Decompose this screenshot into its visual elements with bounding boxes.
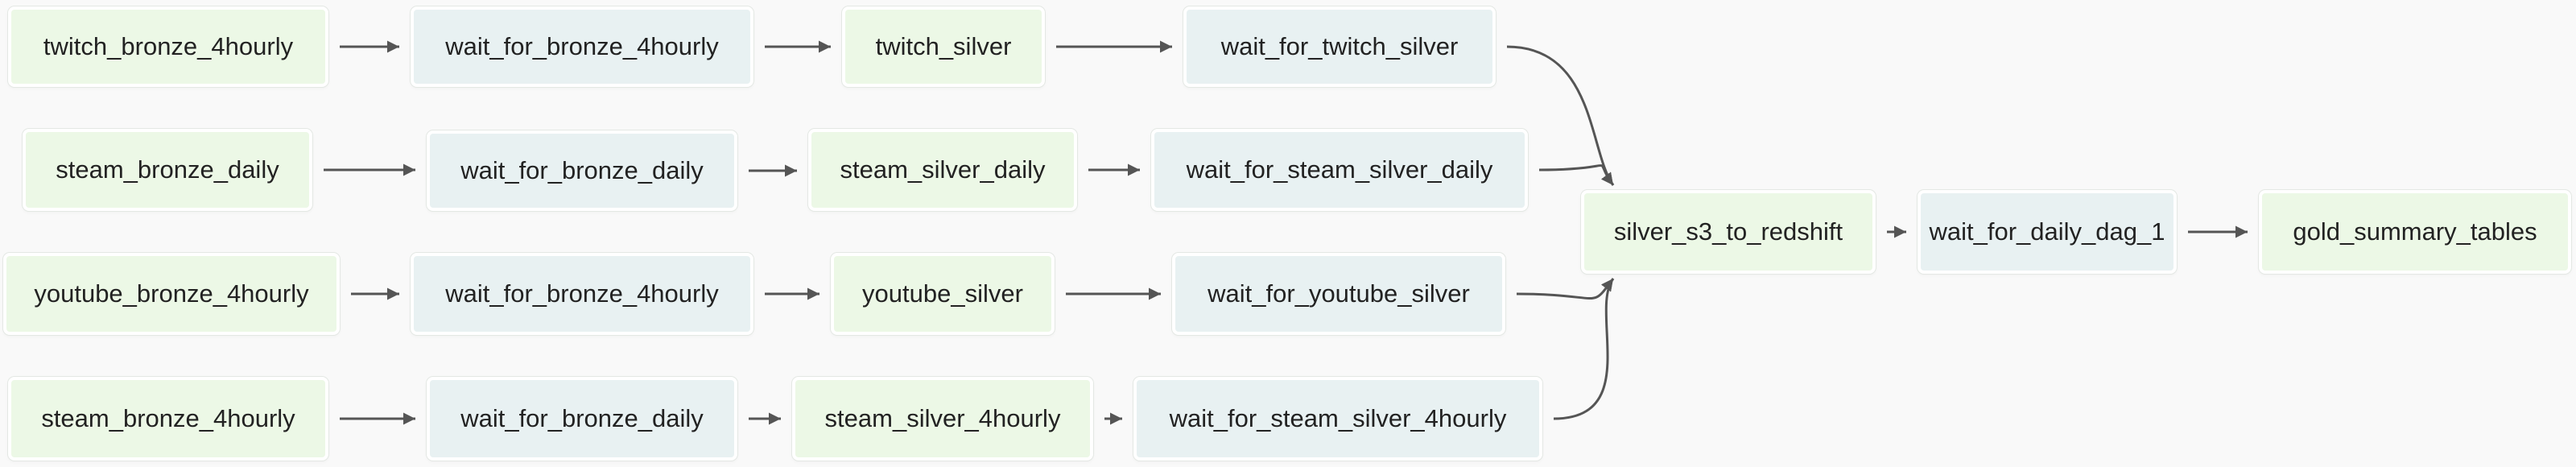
edge-wait-for-youtube-silver-to-silver-s3-to-redshift [1516, 278, 1615, 300]
task-node-twitch-silver[interactable]: twitch_silver [842, 6, 1045, 87]
task-node-wait-for-bronze-4hourly[interactable]: wait_for_bronze_4hourly [411, 253, 753, 335]
task-node-wait-for-steam-silver-daily[interactable]: wait_for_steam_silver_daily [1151, 129, 1528, 211]
task-node-wait-for-bronze-4hourly[interactable]: wait_for_bronze_4hourly [411, 6, 753, 87]
task-node-wait-for-daily-dag-1[interactable]: wait_for_daily_dag_1 [1918, 190, 2177, 274]
task-node-steam-silver-daily[interactable]: steam_silver_daily [808, 129, 1077, 211]
task-node-youtube-bronze-4hourly[interactable]: youtube_bronze_4hourly [3, 253, 340, 335]
task-node-wait-for-bronze-daily[interactable]: wait_for_bronze_daily [427, 377, 737, 461]
task-node-wait-for-twitch-silver[interactable]: wait_for_twitch_silver [1183, 6, 1496, 87]
task-node-wait-for-steam-silver-4hourly[interactable]: wait_for_steam_silver_4hourly [1133, 377, 1542, 461]
task-node-steam-silver-4hourly[interactable]: steam_silver_4hourly [792, 377, 1093, 461]
task-node-youtube-silver[interactable]: youtube_silver [831, 253, 1055, 335]
task-node-wait-for-bronze-daily[interactable]: wait_for_bronze_daily [427, 130, 737, 211]
task-node-steam-bronze-daily[interactable]: steam_bronze_daily [23, 129, 312, 211]
task-node-wait-for-youtube-silver[interactable]: wait_for_youtube_silver [1172, 253, 1505, 335]
edge-wait-for-steam-silver-4hourly-to-silver-s3-to-redshift [1553, 278, 1615, 420]
task-node-twitch-bronze-4hourly[interactable]: twitch_bronze_4hourly [8, 6, 328, 87]
task-node-silver-s3-to-redshift[interactable]: silver_s3_to_redshift [1581, 190, 1876, 274]
task-node-steam-bronze-4hourly[interactable]: steam_bronze_4hourly [8, 377, 328, 461]
task-node-gold-summary-tables[interactable]: gold_summary_tables [2259, 190, 2571, 274]
edge-wait-for-steam-silver-daily-to-silver-s3-to-redshift [1538, 164, 1615, 186]
